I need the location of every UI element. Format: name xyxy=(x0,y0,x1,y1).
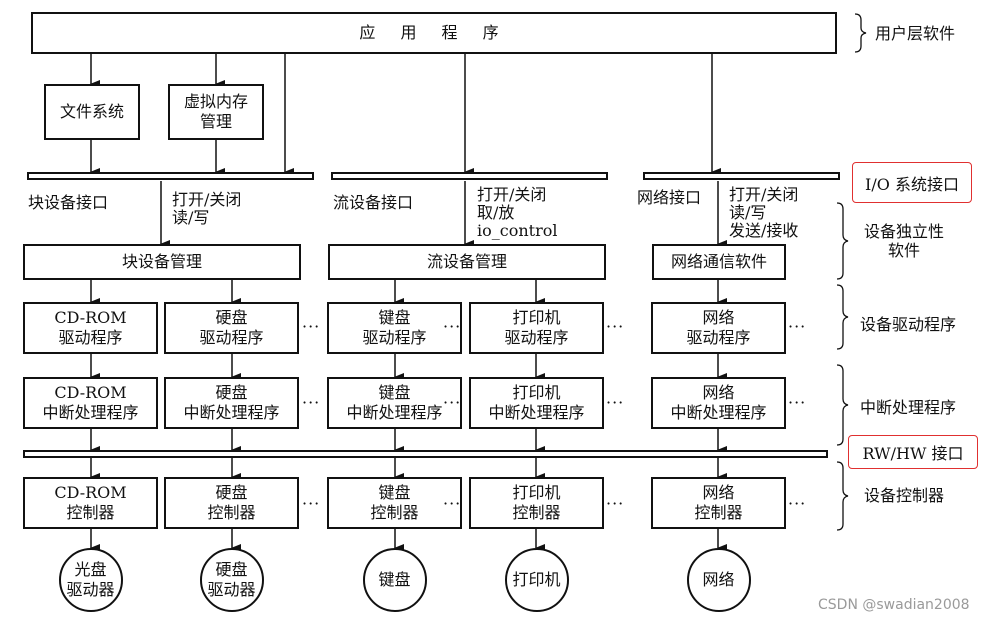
rw-hw-interface-bar xyxy=(23,450,828,458)
ellipsis: ··· xyxy=(788,317,807,336)
driver-box: 网络 驱动程序 xyxy=(651,302,786,354)
interrupt-handler-label: 网络 中断处理程序 xyxy=(670,383,767,422)
layer-device-controllers: 设备控制器 xyxy=(864,486,945,505)
driver-box: CD-ROM 驱动程序 xyxy=(23,302,158,354)
interrupt-handler-label: 硬盘 中断处理程序 xyxy=(183,383,280,422)
ellipsis: ··· xyxy=(302,393,321,412)
brace-interrupt-handlers xyxy=(836,364,849,446)
virtual-memory-box: 虚拟内存 管理 xyxy=(168,84,264,140)
ellipsis: ··· xyxy=(443,393,462,412)
ellipsis: ··· xyxy=(443,494,462,513)
interrupt-handler-label: CD-ROM 中断处理程序 xyxy=(42,383,139,422)
controller-box: 键盘 控制器 xyxy=(327,477,462,529)
interrupt-handler-box: 硬盘 中断处理程序 xyxy=(164,377,299,429)
controller-label: 打印机 控制器 xyxy=(512,483,561,522)
stream-ops-label: 打开/关闭 取/放 io_control xyxy=(477,185,558,240)
layer-device-independent: 设备独立性 软件 xyxy=(864,222,945,260)
controller-box: CD-ROM 控制器 xyxy=(23,477,158,529)
interrupt-handler-box: 网络 中断处理程序 xyxy=(651,377,786,429)
interrupt-handler-label: 键盘 中断处理程序 xyxy=(346,383,443,422)
layer-io-interface: I/O 系统接口 xyxy=(865,174,959,194)
controller-box: 硬盘 控制器 xyxy=(164,477,299,529)
brace-device-drivers xyxy=(836,284,849,350)
file-system-label: 文件系统 xyxy=(59,102,124,121)
device-label: 网络 xyxy=(702,570,735,589)
network-comm-software-box: 网络通信软件 xyxy=(652,244,786,280)
network-ops-label: 打开/关闭 读/写 发送/接收 xyxy=(729,185,799,240)
interrupt-handler-label: 打印机 中断处理程序 xyxy=(488,383,585,422)
block-device-manager-box: 块设备管理 xyxy=(23,244,301,280)
block-interface-label: 块设备接口 xyxy=(28,193,109,212)
device-circle: 打印机 xyxy=(504,548,569,612)
network-interface-label: 网络接口 xyxy=(637,188,702,207)
device-circle: 网络 xyxy=(686,548,751,612)
ellipsis: ··· xyxy=(302,494,321,513)
driver-label: CD-ROM 驱动程序 xyxy=(54,308,127,347)
watermark: CSDN @swadian2008 xyxy=(818,597,970,613)
network-comm-software-label: 网络通信软件 xyxy=(670,252,767,271)
driver-box: 键盘 驱动程序 xyxy=(327,302,462,354)
virtual-memory-label: 虚拟内存 管理 xyxy=(183,92,248,131)
io-interface-bar-stream xyxy=(331,172,608,180)
driver-label: 打印机 驱动程序 xyxy=(504,308,569,347)
stream-device-manager-box: 流设备管理 xyxy=(328,244,606,280)
controller-label: CD-ROM 控制器 xyxy=(54,483,127,522)
layer-rw-hw-interface: RW/HW 接口 xyxy=(862,444,964,463)
driver-label: 硬盘 驱动程序 xyxy=(199,308,264,347)
brace-device-controllers xyxy=(836,461,849,531)
ellipsis: ··· xyxy=(606,317,625,336)
driver-label: 网络 驱动程序 xyxy=(686,308,751,347)
interrupt-handler-box: CD-ROM 中断处理程序 xyxy=(23,377,158,429)
io-interface-bar-network xyxy=(643,172,840,180)
ellipsis: ··· xyxy=(606,494,625,513)
device-circle: 光盘 驱动器 xyxy=(58,548,123,612)
device-circle: 硬盘 驱动器 xyxy=(199,548,264,612)
device-label: 打印机 xyxy=(512,570,561,589)
brace-user-software xyxy=(854,13,867,53)
controller-box: 打印机 控制器 xyxy=(469,477,604,529)
controller-label: 网络 控制器 xyxy=(694,483,743,522)
application-box: 应 用 程 序 xyxy=(31,12,837,54)
block-ops-label: 打开/关闭 读/写 xyxy=(172,190,242,227)
driver-box: 打印机 驱动程序 xyxy=(469,302,604,354)
device-label: 硬盘 驱动器 xyxy=(207,560,256,599)
interrupt-handler-box: 键盘 中断处理程序 xyxy=(327,377,462,429)
layer-user-software: 用户层软件 xyxy=(875,24,956,43)
ellipsis: ··· xyxy=(606,393,625,412)
controller-box: 网络 控制器 xyxy=(651,477,786,529)
io-system-interface-highlight: I/O 系统接口 xyxy=(852,162,972,203)
application-label: 应 用 程 序 xyxy=(359,23,509,42)
ellipsis: ··· xyxy=(443,317,462,336)
ellipsis: ··· xyxy=(788,494,807,513)
rw-hw-interface-highlight: RW/HW 接口 xyxy=(848,435,978,469)
controller-label: 键盘 控制器 xyxy=(370,483,419,522)
driver-box: 硬盘 驱动程序 xyxy=(164,302,299,354)
ellipsis: ··· xyxy=(788,393,807,412)
file-system-box: 文件系统 xyxy=(44,84,140,140)
interrupt-handler-box: 打印机 中断处理程序 xyxy=(469,377,604,429)
layer-interrupt-handlers: 中断处理程序 xyxy=(860,398,957,417)
driver-label: 键盘 驱动程序 xyxy=(362,308,427,347)
layer-device-drivers: 设备驱动程序 xyxy=(860,315,957,334)
block-device-manager-label: 块设备管理 xyxy=(121,252,202,271)
device-label: 键盘 xyxy=(378,570,411,589)
device-label: 光盘 驱动器 xyxy=(66,560,115,599)
stream-interface-label: 流设备接口 xyxy=(333,193,414,212)
io-interface-bar-block xyxy=(27,172,314,180)
device-circle: 键盘 xyxy=(362,548,427,612)
brace-device-independent xyxy=(836,202,849,280)
stream-device-manager-label: 流设备管理 xyxy=(426,252,507,271)
ellipsis: ··· xyxy=(302,317,321,336)
controller-label: 硬盘 控制器 xyxy=(207,483,256,522)
